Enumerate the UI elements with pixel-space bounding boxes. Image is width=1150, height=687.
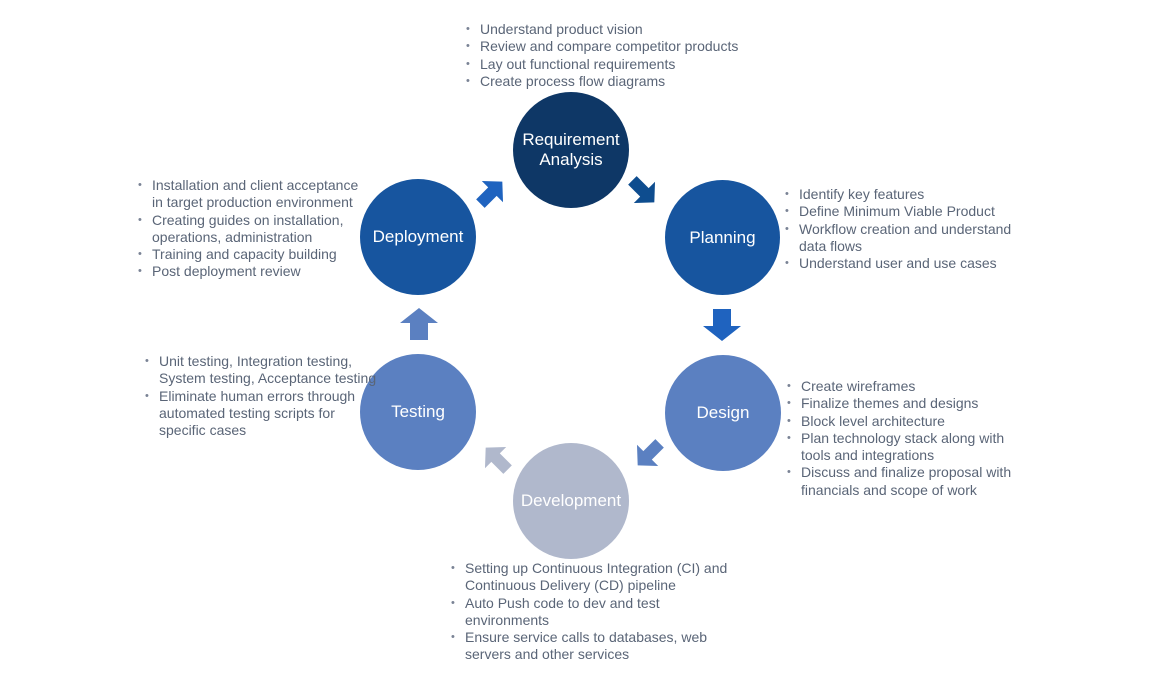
note-item: Ensure service calls to databases, web s… (451, 629, 736, 664)
notes-planning: Identify key features Define Minimum Via… (785, 186, 1035, 273)
note-item: Eliminate human errors through automated… (145, 388, 380, 440)
note-item: Post deployment review (138, 263, 373, 281)
stage-label-design: Design (696, 403, 750, 422)
note-item: Plan technology stack along with tools a… (787, 430, 1032, 465)
stage-label-deployment: Deployment (372, 227, 464, 246)
note-item: Create wireframes (787, 378, 1032, 396)
arrow-deployment-to-requirement (476, 180, 504, 208)
note-item: Unit testing, Integration testing, Syste… (145, 353, 380, 388)
notes-deployment: Installation and client acceptance in ta… (138, 177, 373, 281)
stage-label-testing: Testing (391, 402, 445, 421)
note-item: Installation and client acceptance in ta… (138, 177, 373, 212)
note-item: Create process flow diagrams (466, 73, 766, 91)
note-item: Setting up Continuous Integration (CI) a… (451, 560, 736, 595)
note-item: Auto Push code to dev and test environme… (451, 595, 736, 630)
arrow-testing-to-deployment (400, 308, 438, 340)
stage-deployment: Deployment (360, 179, 476, 295)
stage-label-requirement-analysis: Requirement Analysis (522, 130, 620, 169)
note-item: Understand user and use cases (785, 255, 1035, 273)
note-item: Block level architecture (787, 413, 1032, 431)
stage-label-development: Development (520, 491, 622, 510)
note-item: Workflow creation and understand data fl… (785, 221, 1035, 256)
note-item: Creating guides on installation, operati… (138, 212, 373, 247)
note-item: Training and capacity building (138, 246, 373, 264)
stage-planning: Planning (665, 180, 780, 295)
note-item: Identify key features (785, 186, 1035, 204)
note-item: Understand product vision (466, 21, 766, 39)
arrow-development-to-testing (484, 446, 512, 474)
arrow-design-to-development (636, 439, 664, 467)
note-item: Discuss and finalize proposal with finan… (787, 464, 1032, 499)
note-item: Review and compare competitor products (466, 38, 766, 56)
stage-development: Development (513, 443, 629, 559)
note-item: Define Minimum Viable Product (785, 203, 1035, 221)
stage-design: Design (665, 355, 781, 471)
note-item: Finalize themes and designs (787, 395, 1032, 413)
arrow-planning-to-design (703, 309, 741, 341)
arrow-requirement-to-planning (628, 176, 656, 204)
note-item: Lay out functional requirements (466, 56, 766, 74)
stage-requirement-analysis: Requirement Analysis (513, 92, 629, 208)
notes-requirement-analysis: Understand product vision Review and com… (466, 21, 766, 90)
notes-design: Create wireframes Finalize themes and de… (787, 378, 1032, 499)
notes-development: Setting up Continuous Integration (CI) a… (451, 560, 736, 664)
notes-testing: Unit testing, Integration testing, Syste… (145, 353, 380, 439)
stage-label-planning: Planning (689, 227, 756, 247)
